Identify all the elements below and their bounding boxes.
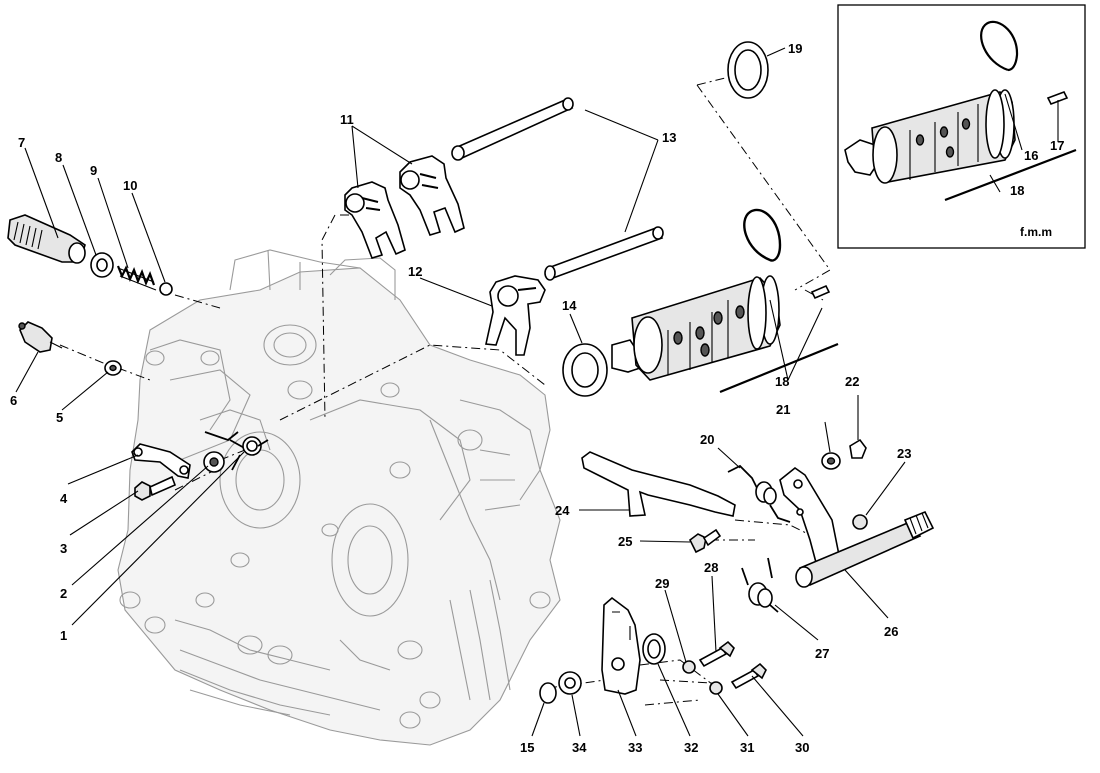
callout-30: 30 [795, 740, 809, 755]
part-4-plate [131, 443, 191, 479]
part-28-screw [698, 640, 735, 668]
callout-7: 7 [18, 135, 25, 150]
part-3-screw [134, 475, 177, 501]
inset-caption: f.m.m [1020, 225, 1052, 239]
callout-22: 22 [845, 374, 859, 389]
callout-24: 24 [555, 503, 570, 518]
part-9-spring [116, 265, 157, 291]
callout-2: 2 [60, 586, 67, 601]
part-18-selector-drum [611, 275, 781, 381]
callout-34: 34 [572, 740, 587, 755]
part-7-switch [7, 214, 86, 264]
callout-numbers: 7 8 9 10 6 5 4 3 2 1 11 12 13 14 19 18 1… [10, 41, 1064, 755]
part-11-shift-forks [344, 155, 465, 259]
part-23-nut [852, 514, 868, 530]
callout-29: 29 [655, 576, 669, 591]
callout-5: 5 [56, 410, 63, 425]
callout-20: 20 [700, 432, 714, 447]
callout-13: 13 [662, 130, 676, 145]
leader-lines [15, 47, 906, 737]
callout-10: 10 [123, 178, 137, 193]
callout-16: 16 [1024, 148, 1038, 163]
callout-18-main: 18 [775, 374, 789, 389]
callout-15: 15 [520, 740, 534, 755]
callout-33: 33 [628, 740, 642, 755]
callout-9: 9 [90, 163, 97, 178]
callout-31: 31 [740, 740, 754, 755]
callout-17: 17 [1050, 138, 1064, 153]
callout-3: 3 [60, 541, 67, 556]
callout-27: 27 [815, 646, 829, 661]
part-33-plate [601, 596, 641, 695]
part-1-spring [204, 431, 269, 471]
callout-25: 25 [618, 534, 632, 549]
part-20-spring [727, 464, 791, 523]
callout-11: 11 [340, 112, 354, 127]
callout-14: 14 [562, 298, 577, 313]
part-31-nut [709, 681, 723, 695]
callout-32: 32 [684, 740, 698, 755]
part-22-clip [849, 438, 867, 459]
inset-panel [837, 4, 1086, 249]
callout-23: 23 [897, 446, 911, 461]
part-13-fork-shafts [451, 97, 664, 281]
callout-12: 12 [408, 264, 422, 279]
callout-8: 8 [55, 150, 62, 165]
part-10-ball [159, 282, 173, 296]
part-17-pin [810, 284, 831, 300]
part-24-lever [581, 451, 736, 517]
callout-6: 6 [10, 393, 17, 408]
callout-19: 19 [788, 41, 802, 56]
part-16-circlip [743, 208, 782, 262]
part-6-sensor [18, 321, 63, 353]
part-27-spring [741, 557, 779, 613]
callout-26: 26 [884, 624, 898, 639]
callout-1: 1 [60, 628, 67, 643]
callout-18-inset: 18 [1010, 183, 1024, 198]
part-26-shift-shaft [779, 467, 935, 588]
part-12-shift-fork [485, 275, 546, 356]
callout-28: 28 [704, 560, 718, 575]
part-25-screw [688, 528, 722, 554]
callout-4: 4 [60, 491, 68, 506]
part-15-clip [539, 682, 557, 704]
part-29-nut [682, 660, 696, 674]
part-30-screw [730, 662, 767, 690]
callout-21: 21 [776, 402, 790, 417]
